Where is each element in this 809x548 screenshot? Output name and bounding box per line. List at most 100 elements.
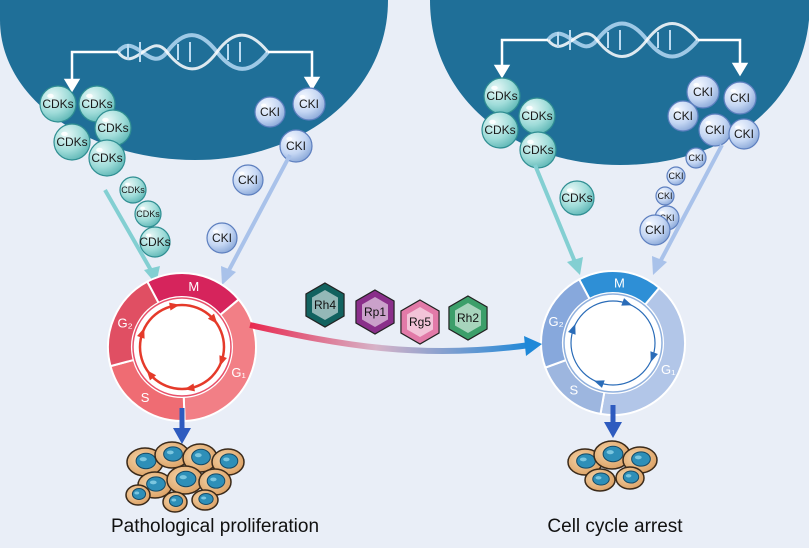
cdk-bubble-label: CDKs — [42, 97, 73, 111]
phase-label-m: M — [188, 279, 199, 294]
tumor-cell — [198, 468, 232, 496]
cki-cluster-left: CKI CKI CKI CKI CKI — [206, 87, 326, 254]
cki-bubble-label: CKI — [705, 123, 725, 137]
cdk-bubble: CDKs — [483, 77, 521, 115]
cdk-bubble: CDKs — [519, 131, 557, 169]
cki-bubble-label: CKI — [730, 91, 750, 105]
tumor-cells-left — [125, 441, 245, 513]
cdk-bubble: CDKs — [139, 226, 171, 258]
cki-bubble-label: CKI — [238, 173, 258, 187]
ginsenoside-rg5: Rg5 — [400, 299, 440, 345]
cki-bubble: CKI — [639, 214, 671, 246]
cki-bubble-label: CKI — [659, 213, 674, 223]
cdk-bubble: CDKs — [119, 176, 147, 204]
cki-bubble-label: CKI — [212, 231, 232, 245]
tumor-cell — [126, 447, 164, 477]
tumor-cell — [125, 484, 151, 506]
down-arrow-right — [604, 405, 622, 438]
phase-label-g1: G₁ — [661, 362, 676, 377]
cki-bubble: CKI — [685, 147, 707, 169]
cdk-bubble-label: CDKs — [561, 191, 592, 205]
cki-bubble: CKI — [254, 96, 286, 128]
cdk-bubble-label: CDKs — [91, 151, 122, 165]
cdk-bubble-label: CDKs — [486, 89, 517, 103]
cdk-bubble: CDKs — [88, 139, 126, 177]
cdk-arrow-right — [533, 164, 583, 275]
ginsenoside-label: Rh2 — [457, 311, 479, 325]
ginsenoside-rp1: Rp1 — [355, 289, 395, 335]
caption-right: Cell cycle arrest — [547, 516, 683, 537]
cdk-bubble: CDKs — [39, 85, 77, 123]
tumor-cell — [584, 468, 616, 492]
cdk-bubble: CDKs — [518, 97, 556, 135]
cki-bubble: CKI — [206, 222, 238, 254]
ginsenoside-rh2: Rh2 — [448, 295, 488, 341]
cdk-bubble-label: CDKs — [521, 109, 552, 123]
dna-helix-right-icon — [546, 21, 700, 59]
phase-label-m: M — [614, 275, 625, 290]
cki-bubble: CKI — [686, 75, 720, 109]
cycle-phase-segment — [182, 298, 257, 422]
cdk-bubble: CDKs — [53, 123, 91, 161]
caption-left: Pathological proliferation — [111, 516, 319, 537]
ginsenoside-rh4: Rh4 — [305, 282, 345, 328]
cki-bubble: CKI — [667, 100, 699, 132]
cki-bubble-label: CKI — [693, 85, 713, 99]
cdk-bubble-label: CDKs — [484, 123, 515, 137]
cki-arrow-right — [652, 144, 724, 275]
cdk-bubble-label: CDKs — [81, 97, 112, 111]
phase-label-g1: G₁ — [231, 365, 246, 380]
cdk-bubble: CDKs — [559, 180, 595, 216]
cell-cycle-left: M G₁ S G₂ — [107, 272, 257, 422]
tumor-cell — [154, 441, 190, 469]
cdk-bubble-label: CDKs — [522, 143, 553, 157]
ginsenoside-label: Rg5 — [409, 315, 431, 329]
cki-bubble-label: CKI — [286, 139, 306, 153]
tumor-cell — [593, 440, 631, 470]
cycle-phase-segment — [540, 278, 591, 369]
transcription-arrows-right — [493, 38, 749, 79]
tumor-cell — [191, 489, 219, 511]
cki-bubble: CKI — [292, 87, 326, 121]
cell-cycle-right: M G₁ S G₂ — [540, 270, 686, 416]
phase-label-s: S — [569, 383, 578, 398]
cdk-bubble-label: CDKs — [121, 185, 145, 195]
cki-bubble-label: CKI — [657, 191, 672, 201]
tumor-cell — [615, 466, 645, 490]
dna-helix-left-icon — [116, 33, 270, 71]
tumor-cells-right — [567, 440, 658, 492]
tumor-cell — [182, 443, 218, 473]
cki-bubble: CKI — [728, 118, 760, 150]
ginsenoside-label: Rp1 — [364, 305, 386, 319]
cdk-bubble-label: CDKs — [136, 209, 160, 219]
phase-label-s: S — [141, 390, 150, 405]
cki-bubble-label: CKI — [299, 97, 319, 111]
cdk-bubble-label: CDKs — [139, 235, 170, 249]
cki-arrow-left — [221, 154, 292, 285]
cki-bubble: CKI — [655, 186, 675, 206]
cki-bubble-label: CKI — [673, 109, 693, 123]
tumor-cell — [166, 465, 204, 495]
phase-label-g2: G₂ — [548, 314, 563, 329]
down-arrow-left — [173, 408, 191, 444]
cki-bubble-label: CKI — [734, 127, 754, 141]
treatment-arrow — [249, 322, 542, 356]
ginsenoside-label: Rh4 — [314, 298, 336, 312]
cki-bubble-label: CKI — [688, 153, 703, 163]
cki-bubble: CKI — [232, 164, 264, 196]
cdk-bubble-label: CDKs — [56, 135, 87, 149]
transcription-arrows-left — [63, 50, 321, 93]
cdk-bubble: CDKs — [481, 111, 519, 149]
cki-bubble-label: CKI — [668, 171, 683, 181]
cki-bubble: CKI — [698, 113, 732, 147]
cki-bubble-label: CKI — [260, 105, 280, 119]
cki-bubble-label: CKI — [645, 223, 665, 237]
tumor-cell — [162, 491, 188, 513]
cki-bubble: CKI — [666, 166, 686, 186]
phase-label-g2: G₂ — [118, 315, 133, 330]
